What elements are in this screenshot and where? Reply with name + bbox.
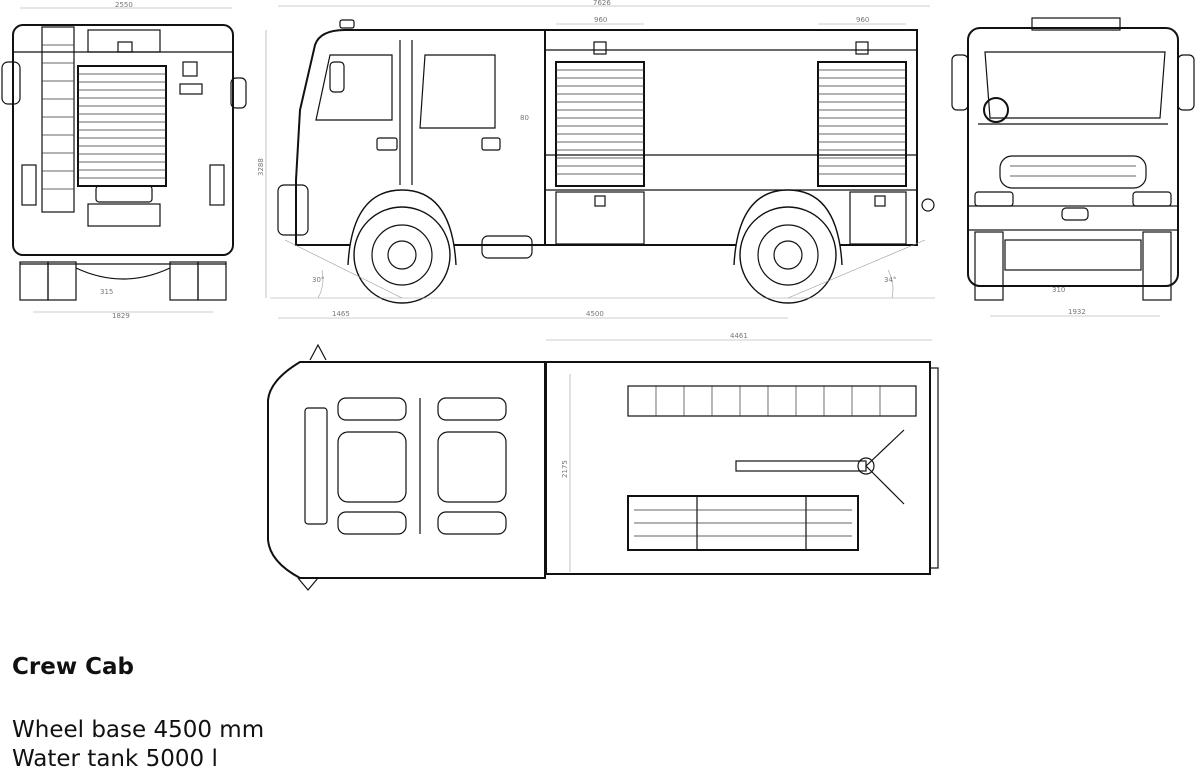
dim-body-width: 2175	[561, 460, 569, 478]
rear-view: 2550	[1, 1, 247, 320]
dim-overall-length: 7626	[593, 0, 611, 7]
dim-rear-track: 1829	[112, 312, 130, 320]
dim-front-track: 1932	[1068, 308, 1086, 316]
spec-wheel-base: Wheel base 4500 mm	[12, 717, 265, 743]
dim-rear-clearance: 315	[100, 288, 113, 296]
cab-title: Crew Cab	[12, 654, 134, 680]
top-view: 4461 2175	[267, 332, 939, 591]
dim-rear-width: 2550	[115, 1, 133, 9]
dim-locker-front: 960	[594, 16, 607, 24]
dim-approach-angle: 30°	[312, 276, 324, 284]
dim-wheel-base: 4500	[586, 310, 604, 318]
front-view: 1932 310	[951, 17, 1195, 317]
dim-side-detail: 80	[520, 114, 529, 122]
dim-departure-angle: 34°	[884, 276, 896, 284]
side-view: 7626 960 960 3288 80	[257, 0, 935, 319]
dim-body-length: 4461	[730, 332, 748, 340]
dim-front-overhang: 1465	[332, 310, 350, 318]
dim-locker-rear: 960	[856, 16, 869, 24]
dim-front-clearance: 310	[1052, 286, 1065, 294]
spec-water-tank: Water tank 5000 l	[12, 746, 218, 772]
dim-overall-height: 3288	[257, 158, 265, 176]
fire-truck-blueprint: 2550	[1, 0, 1195, 591]
